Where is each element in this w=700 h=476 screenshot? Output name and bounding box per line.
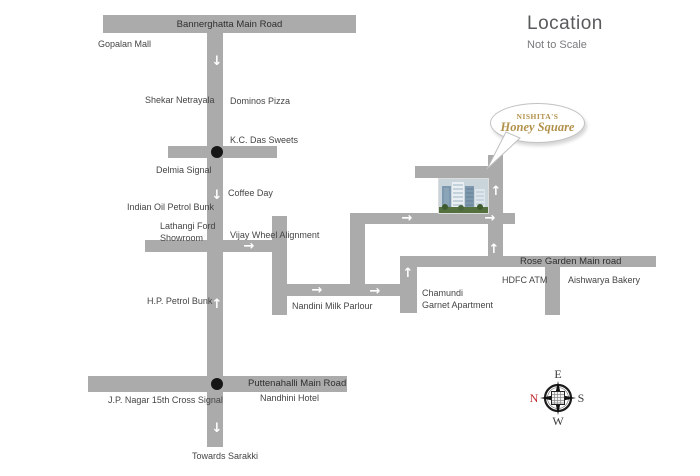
callout-tail-icon <box>486 131 521 170</box>
road-label-bannerghatta: Bannerghatta Main Road <box>176 18 283 30</box>
signal-dot-jp-nagar <box>211 378 223 390</box>
label-hp-petrol-bunk: H.P. Petrol Bunk <box>147 296 213 306</box>
label-nandini-milk-parlour: Nandini Milk Parlour <box>292 301 373 311</box>
arrow-right-icon: → <box>311 283 323 298</box>
label-jp-nagar-signal: J.P. Nagar 15th Cross Signal <box>108 395 223 405</box>
arrow-up-icon: ↑ <box>211 297 223 312</box>
label-gopalan-mall: Gopalan Mall <box>98 39 152 49</box>
arrow-down-icon: ↓ <box>211 54 223 69</box>
road-building-vertical <box>488 155 503 266</box>
label-chamundi-line2: Garnet Apartment <box>422 300 494 311</box>
road-bannerghatta: Bannerghatta Main Road <box>103 15 356 33</box>
label-aishwarya-bakery: Aishwarya Bakery <box>568 275 641 285</box>
label-lathangi-line2: Showroom <box>160 233 204 244</box>
road-rose-garden: Rose Garden Main road <box>400 256 656 267</box>
label-dominos-pizza: Dominos Pizza <box>230 96 291 106</box>
compass-west-label: W <box>552 414 564 428</box>
project-building-image <box>438 178 489 214</box>
road-top-spur <box>415 166 488 178</box>
label-nandhini-hotel: Nandhini Hotel <box>260 393 320 403</box>
arrow-right-icon: → <box>369 284 381 299</box>
project-callout-bubble: NISHITA'S Honey Square <box>490 103 585 143</box>
label-chamundi-garnet-apartment: Chamundi Garnet Apartment <box>422 287 493 311</box>
label-hdfc-atm: HDFC ATM <box>502 275 548 285</box>
arrow-right-icon: → <box>243 239 255 254</box>
compass-north-label: N <box>530 391 539 405</box>
page-subtitle: Not to Scale <box>527 39 587 51</box>
road-nandini <box>272 284 400 296</box>
signal-dot-delmia <box>211 146 223 158</box>
label-delmia-signal: Delmia Signal <box>156 165 212 175</box>
project-name: Honey Square <box>500 119 575 134</box>
label-kc-das-sweets: K.C. Das Sweets <box>230 135 299 145</box>
compass-south-label: S <box>578 391 585 405</box>
road-main-vertical <box>207 30 223 447</box>
compass-east-label: E <box>554 367 561 381</box>
label-indian-oil-petrol-bunk: Indian Oil Petrol Bunk <box>127 202 215 212</box>
road-label-rose-garden: Rose Garden Main road <box>520 256 622 267</box>
arrow-up-icon: ↑ <box>488 242 500 257</box>
label-towards-sarakki: Towards Sarakki <box>192 451 259 461</box>
road-chamundi-vertical <box>400 257 417 313</box>
label-lathangi-ford-showroom: Lathangi Ford Showroom <box>160 220 216 244</box>
road-lathangi-cross <box>145 240 287 252</box>
road-hdfc-vertical <box>545 266 560 315</box>
label-lathangi-line1: Lathangi Ford <box>160 221 216 231</box>
page-title: Location <box>527 13 603 34</box>
arrow-right-icon: → <box>401 211 413 226</box>
label-coffee-day: Coffee Day <box>228 188 273 198</box>
arrow-up-icon: ↑ <box>490 184 502 199</box>
label-vijay-wheel-alignment: Vijay Wheel Alignment <box>230 230 320 240</box>
compass-rose-icon: E S W N <box>530 367 585 428</box>
arrow-down-icon: ↓ <box>211 188 223 203</box>
arrow-down-icon: ↓ <box>211 421 223 436</box>
arrow-right-icon: → <box>484 211 496 226</box>
road-label-puttenahalli: Puttenahalli Main Road <box>248 378 347 389</box>
brand-name: NISHITA'S <box>516 111 559 121</box>
road-connector-b <box>350 213 365 290</box>
label-chamundi-line1: Chamundi <box>422 288 464 298</box>
label-shekar-netrayala: Shekar Netrayala <box>145 95 215 105</box>
road-upper-horizontal <box>350 213 515 224</box>
arrow-up-icon: ↑ <box>402 266 414 281</box>
